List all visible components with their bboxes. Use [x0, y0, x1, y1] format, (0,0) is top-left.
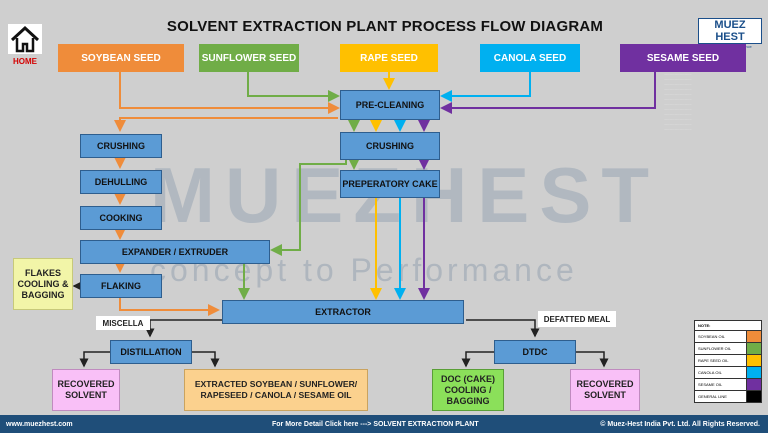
page-title: SOLVENT EXTRACTION PLANT PROCESS FLOW DI…: [166, 18, 604, 35]
pre-cleaning-step: PRE-CLEANING: [340, 90, 440, 120]
dtdc-step: DTDC: [494, 340, 576, 364]
legend-label: GENERAL LINE: [698, 394, 727, 399]
recovered-solvent-right-output: RECOVERED SOLVENT: [570, 369, 640, 411]
preparatory-cake-step: PREPERATORY CAKE: [340, 170, 440, 198]
crushing-center-step: CRUSHING: [340, 132, 440, 160]
extractor-step: EXTRACTOR: [222, 300, 464, 324]
rape-seed-box: RAPE SEED: [340, 44, 438, 72]
recovered-solvent-left-output: RECOVERED SOLVENT: [52, 369, 120, 411]
legend-label: SUNFLOWER OIL: [698, 346, 732, 351]
legend: NOTE: SOYBEAN OIL SUNFLOWER OIL RAPE SEE…: [694, 320, 762, 403]
dehulling-step: DEHULLING: [80, 170, 162, 194]
legend-label: CANOLA OIL: [698, 370, 722, 375]
legend-swatch: [746, 355, 761, 366]
legend-swatch: [746, 367, 761, 378]
brand-logo: MUEZ HEST Concept to Performance: [698, 18, 762, 49]
defatted-meal-tag: DEFATTED MEAL: [538, 311, 616, 327]
extracted-oil-output: EXTRACTED SOYBEAN / SUNFLOWER/ RAPESEED …: [184, 369, 368, 411]
home-label: HOME: [13, 57, 37, 66]
legend-swatch: [746, 379, 761, 390]
home-button[interactable]: HOME: [6, 24, 44, 66]
legend-row: SUNFLOWER OIL: [695, 343, 761, 355]
doc-cake-cooling-bagging-output: DOC (CAKE) COOLING / BAGGING: [432, 369, 504, 411]
flakes-cooling-bagging-output: FLAKES COOLING & BAGGING: [13, 258, 73, 310]
expander-extruder-step: EXPANDER / EXTRUDER: [80, 240, 270, 264]
canola-seed-box: CANOLA SEED: [480, 44, 580, 72]
legend-row: SESAME OIL: [695, 379, 761, 391]
home-icon: [8, 24, 42, 54]
crushing-left-step: CRUSHING: [80, 134, 162, 158]
sunflower-seed-box: SUNFLOWER SEED: [199, 44, 299, 72]
legend-row: GENERAL LINE: [695, 391, 761, 402]
legend-row: RAPE SEED OIL: [695, 355, 761, 367]
soybean-seed-box: SOYBEAN SEED: [58, 44, 184, 72]
distillation-step: DISTILLATION: [110, 340, 192, 364]
cooking-step: COOKING: [80, 206, 162, 230]
legend-swatch: [746, 343, 761, 354]
legend-label: RAPE SEED OIL: [698, 358, 729, 363]
fine-print-notes: ........................................…: [664, 72, 692, 131]
legend-swatch: [746, 391, 761, 402]
legend-swatch: [746, 331, 761, 342]
copyright-text: © Muez-Hest India Pvt. Ltd. All Rights R…: [600, 420, 760, 428]
footer-bar: www.muezhest.com For More Detail Click h…: [0, 415, 768, 433]
sesame-seed-box: SESAME SEED: [620, 44, 746, 72]
more-detail-link[interactable]: For More Detail Click here ---> SOLVENT …: [272, 420, 479, 428]
legend-header: NOTE:: [695, 321, 761, 331]
flaking-step: FLAKING: [80, 274, 162, 298]
legend-label: SESAME OIL: [698, 382, 723, 387]
miscella-tag: MISCELLA: [96, 316, 150, 330]
legend-row: SOYBEAN OIL: [695, 331, 761, 343]
legend-label: SOYBEAN OIL: [698, 334, 725, 339]
legend-row: CANOLA OIL: [695, 367, 761, 379]
website-link[interactable]: www.muezhest.com: [6, 420, 73, 428]
logo-name: MUEZ HEST: [698, 18, 762, 44]
